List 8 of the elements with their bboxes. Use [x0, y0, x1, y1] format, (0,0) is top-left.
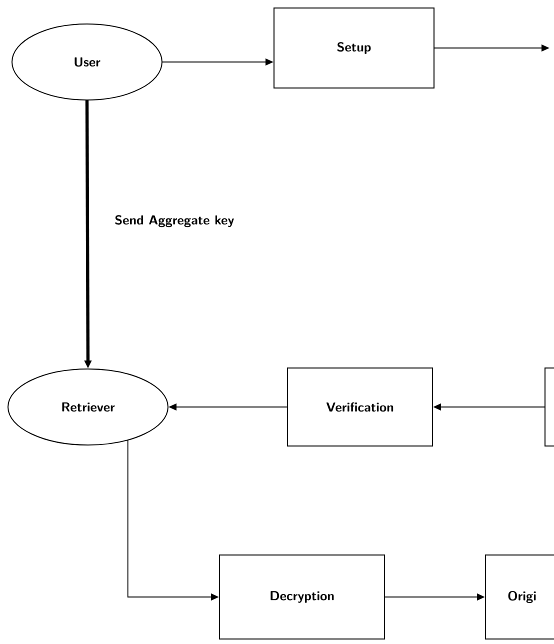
process-box: Setup: [274, 8, 434, 88]
process-box: Verification: [287, 368, 433, 446]
process-box: [544, 368, 554, 446]
edge-label: Send Aggregate key: [112, 213, 236, 230]
ellipse-node: Retriever: [8, 368, 168, 446]
process-box: Origi: [485, 554, 554, 640]
process-box: Decryption: [219, 554, 385, 640]
ellipse-node: User: [12, 24, 162, 100]
